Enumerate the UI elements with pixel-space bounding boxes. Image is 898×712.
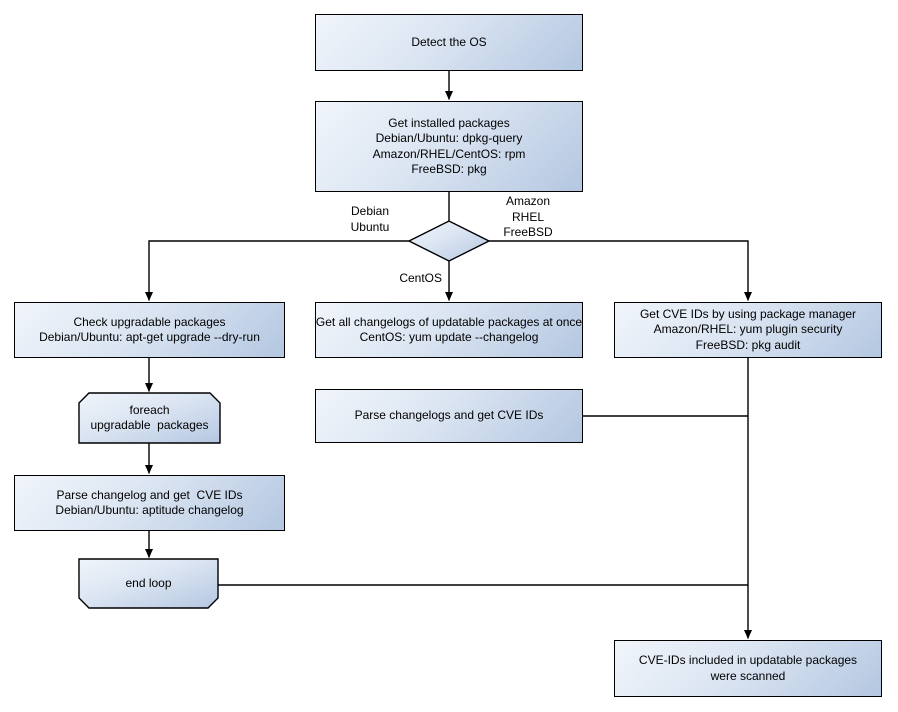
node-parse-changelogs-centos: Parse changelogs and get CVE IDs	[315, 389, 583, 443]
node-result-scanned: CVE-IDs included in updatable packages w…	[614, 640, 882, 697]
node-text-line: FreeBSD: pkg	[411, 162, 487, 176]
node-text-line: were scanned	[710, 668, 786, 683]
node-text-line: Debian/Ubuntu: aptitude changelog	[55, 503, 244, 517]
node-text-line: Get CVE IDs by using package manager	[639, 306, 857, 321]
edge-label-amazon-rhel-freebsd: Amazon RHEL FreeBSD	[503, 194, 553, 239]
node-text-line: Amazon/RHEL/CentOS: rpm	[372, 146, 526, 161]
node-get-all-changelogs: Get all changelogs of updatable packages…	[315, 302, 583, 358]
node-text-line: Debian/Ubuntu: dpkg-query	[375, 131, 523, 145]
node-text-line: Get all changelogs of updatable packages…	[315, 314, 583, 329]
node-parse-changelog-debian: Parse changelog and get CVE IDs Debian/U…	[14, 475, 285, 531]
node-get-installed-packages: Get installed packages Debian/Ubuntu: dp…	[315, 101, 583, 192]
edge-label-debian-ubuntu: Debian Ubuntu	[350, 204, 390, 234]
node-text-line: FreeBSD: pkg audit	[695, 337, 801, 352]
edge-decision-to-get-cve	[489, 240, 752, 301]
node-check-upgradable-packages: Check upgradable packages Debian/Ubuntu:…	[14, 302, 285, 358]
node-text-line: Parse changelogs and get CVE IDs	[354, 408, 544, 423]
node-text-line: CentOS: yum update --changelog	[359, 330, 539, 344]
edge-label-centos: CentOS	[399, 271, 442, 285]
node-get-cve-ids-package-manager: Get CVE IDs by using package manager Ama…	[614, 302, 882, 358]
node-detect-os: Detect the OS	[315, 14, 583, 71]
node-text-line: Check upgradable packages	[73, 314, 226, 329]
node-text-line: Debian/Ubuntu: apt-get upgrade --dry-run	[39, 330, 260, 344]
node-text-line: Detect the OS	[411, 34, 487, 49]
node-text-line: CVE-IDs included in updatable packages	[638, 653, 858, 667]
node-text-line: Amazon/RHEL: yum plugin security	[653, 322, 843, 337]
foreach-loop-shape	[78, 392, 221, 444]
node-text-line: Parse changelog and get CVE IDs	[56, 487, 243, 502]
node-text-line: Get installed packages	[388, 115, 510, 130]
os-decision-diamond	[407, 220, 491, 262]
end-loop-shape	[78, 558, 219, 609]
edge-decision-to-check-upgradable	[145, 240, 409, 301]
